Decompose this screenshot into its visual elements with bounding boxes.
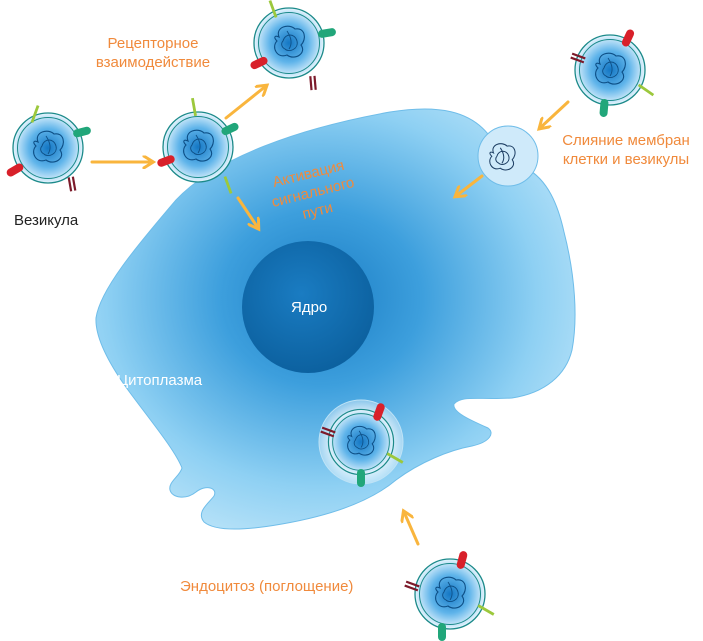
arrows [90, 86, 570, 546]
fusion-bud [477, 125, 539, 187]
arrow-endocytosis [404, 512, 420, 546]
label-cytoplasm: Цитоплазма [117, 372, 203, 389]
label-receptor-line1: Рецепторное [107, 35, 199, 52]
arrow-fusion-cell [456, 174, 484, 196]
label-receptor-line2: взаимодействие [95, 54, 211, 71]
vesicle-endosome [318, 399, 404, 487]
vesicle-endocytosis [404, 550, 495, 641]
fusion-cargo [489, 143, 516, 171]
label-fusion-line1: Слияние мембран [562, 132, 690, 149]
vesicle-fusion [570, 28, 655, 118]
label-membrane-fusion: Слияние мембран клетки и везикулы [556, 131, 696, 169]
label-receptor-interaction: Рецепторное взаимодействие [88, 34, 218, 72]
vesicle-free [5, 105, 92, 192]
label-nucleus: Ядро [291, 299, 328, 316]
nucleus [242, 241, 374, 373]
label-endocytosis: Эндоцитоз (поглощение) [180, 578, 354, 595]
vesicle-receptor-bound [156, 97, 240, 194]
label-fusion-line2: клетки и везикулы [562, 151, 690, 168]
vesicle-top [249, 0, 337, 91]
arrow-to-bound-vesicle [224, 86, 266, 120]
label-vesicle: Везикула [14, 212, 79, 229]
arrow-signal [236, 196, 258, 228]
arrow-fusion-in [540, 100, 570, 128]
